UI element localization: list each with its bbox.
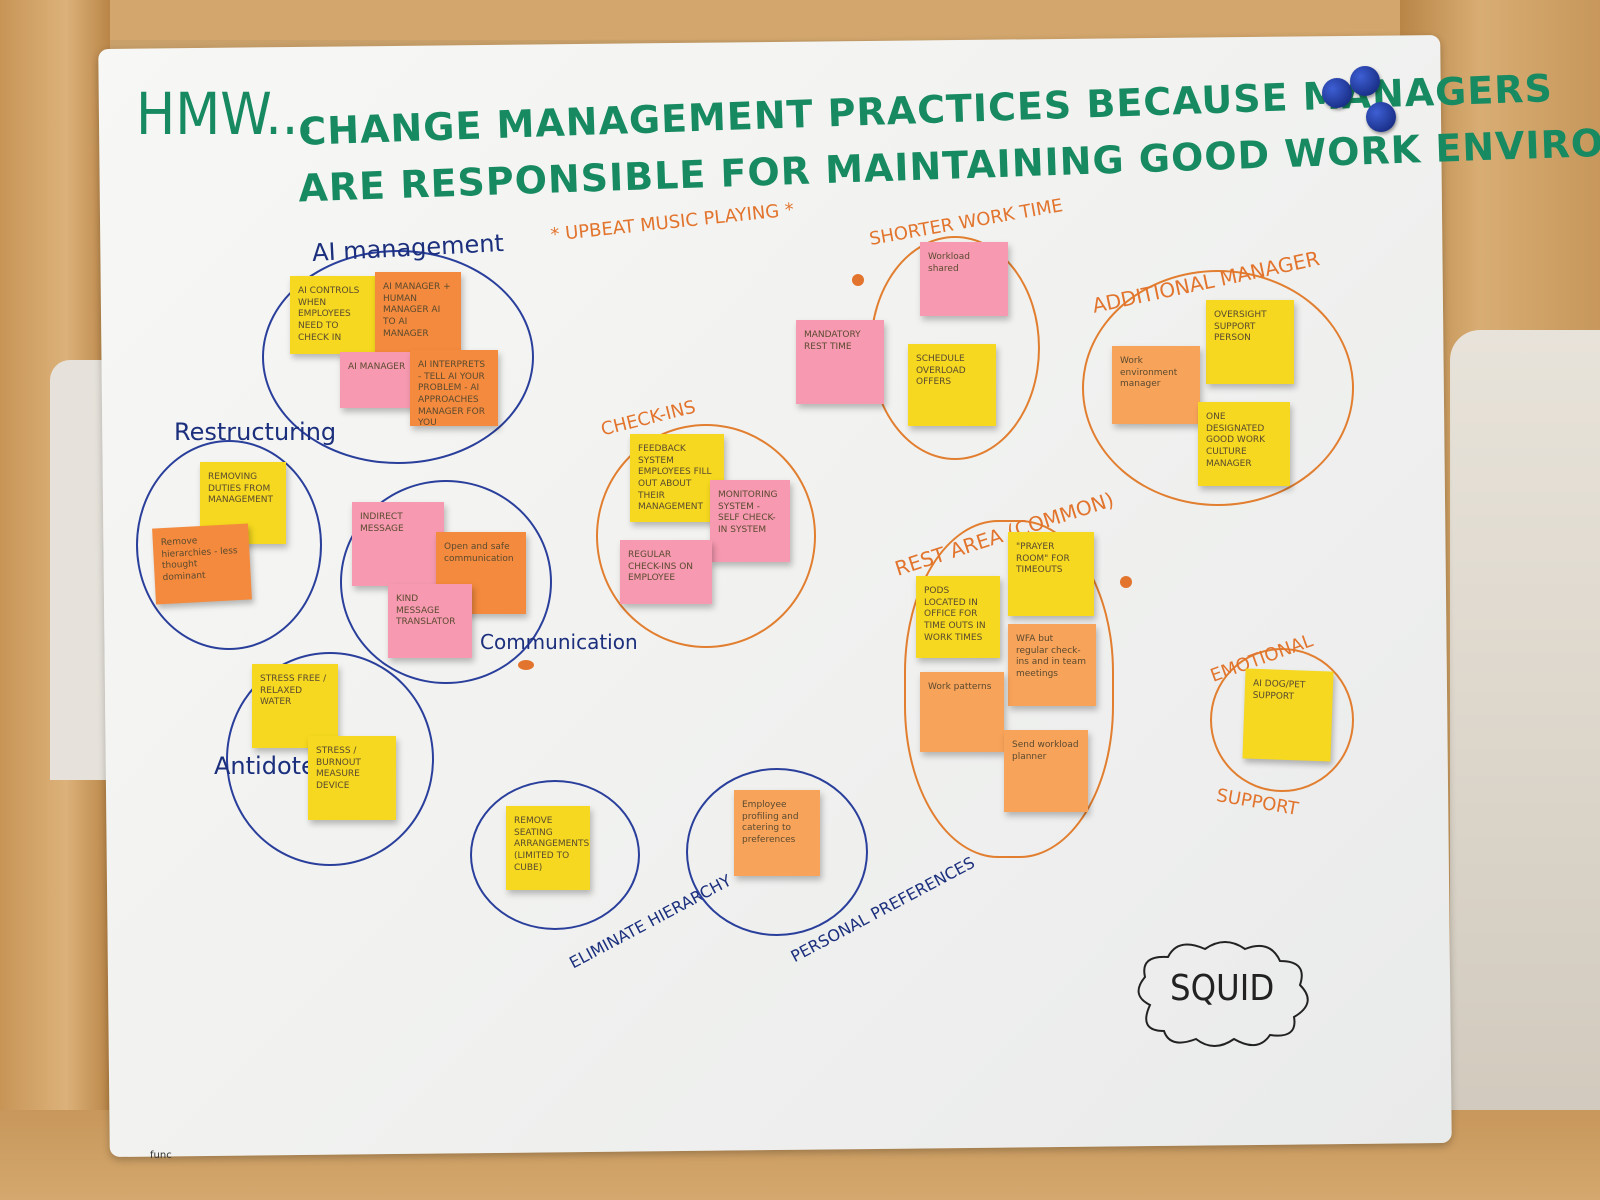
squid-label: SQUID bbox=[1170, 968, 1275, 1009]
orange-dot bbox=[852, 274, 864, 286]
squid-cloud-drawing bbox=[1137, 941, 1309, 1047]
cluster-outline-emotional-support bbox=[1210, 648, 1354, 792]
sticky-note: AI DOG/PET SUPPORT bbox=[1242, 668, 1334, 762]
sticky-note: AI CONTROLS WHEN EMPLOYEES NEED TO CHECK… bbox=[290, 276, 380, 354]
sticky-note: "PRAYER ROOM" FOR TIMEOUTS bbox=[1008, 532, 1094, 616]
sticky-note: FEEDBACK SYSTEM EMPLOYEES FILL OUT ABOUT… bbox=[630, 434, 724, 522]
sticky-note: REMOVE SEATING ARRANGEMENTS (LIMITED TO … bbox=[506, 806, 590, 890]
cluster-outline-check-ins bbox=[596, 424, 816, 648]
cluster-outline-eliminate-hierarchy bbox=[470, 780, 640, 930]
cluster-outline-ai-management bbox=[262, 250, 534, 464]
title-prefix: HMW... bbox=[136, 80, 315, 148]
sticky-note: WFA but regular check-ins and in team me… bbox=[1008, 624, 1096, 706]
sticky-note: Work environment manager bbox=[1112, 346, 1200, 424]
sticky-note: MONITORING SYSTEM - SELF CHECK-IN SYSTEM bbox=[710, 480, 790, 562]
sticky-note: Employee profiling and catering to prefe… bbox=[734, 790, 820, 876]
magnet bbox=[1366, 102, 1396, 132]
sticky-note: AI MANAGER bbox=[340, 352, 414, 408]
orange-dot bbox=[518, 660, 534, 670]
sticky-note: SCHEDULE OVERLOAD OFFERS bbox=[908, 344, 996, 426]
sticky-note: Send workload planner bbox=[1004, 730, 1088, 812]
corner-text: func bbox=[150, 1150, 172, 1161]
sticky-note: MANDATORY REST TIME bbox=[796, 320, 884, 404]
background-wall bbox=[1450, 330, 1600, 1200]
magnet bbox=[1322, 78, 1352, 108]
sticky-note: ONE DESIGNATED GOOD WORK CULTURE MANAGER bbox=[1198, 402, 1290, 486]
cluster-label-communication: Communication bbox=[480, 630, 638, 654]
sticky-note: AI manager + human manager AI to AI mana… bbox=[375, 272, 461, 352]
cluster-outline-additional-manager bbox=[1082, 270, 1354, 506]
cluster-outline-antidotes bbox=[226, 652, 434, 866]
easel-frame-top bbox=[0, 0, 1600, 40]
sticky-note: Work patterns bbox=[920, 672, 1004, 752]
magnet bbox=[1350, 66, 1380, 96]
cluster-outline-restructuring bbox=[136, 440, 322, 650]
sticky-note: Remove hierarchies - less thought domina… bbox=[152, 523, 252, 605]
sticky-note: KIND MESSAGE TRANSLATOR bbox=[388, 584, 472, 658]
sticky-note: Workload shared bbox=[920, 242, 1008, 316]
cluster-label-restructuring: Restructuring bbox=[174, 418, 337, 446]
sticky-note: STRESS / BURNOUT MEASURE DEVICE bbox=[308, 736, 396, 820]
sticky-note: AI interprets - tell AI your problem - A… bbox=[410, 350, 498, 428]
orange-dot bbox=[1120, 576, 1132, 588]
sticky-note: OVERSIGHT SUPPORT PERSON bbox=[1206, 300, 1294, 384]
sticky-note: INDIRECT MESSAGE bbox=[352, 502, 444, 586]
cluster-outline-personal-preferences bbox=[686, 768, 868, 936]
cluster-outline-rest-area bbox=[904, 520, 1114, 858]
sticky-note: STRESS FREE / RELAXED WATER bbox=[252, 664, 338, 748]
sticky-note: REGULAR CHECK-INS ON EMPLOYEE bbox=[620, 540, 712, 604]
cluster-outline-communication bbox=[340, 480, 552, 684]
sticky-note: PODS LOCATED IN OFFICE FOR TIME OUTS IN … bbox=[916, 576, 1000, 658]
